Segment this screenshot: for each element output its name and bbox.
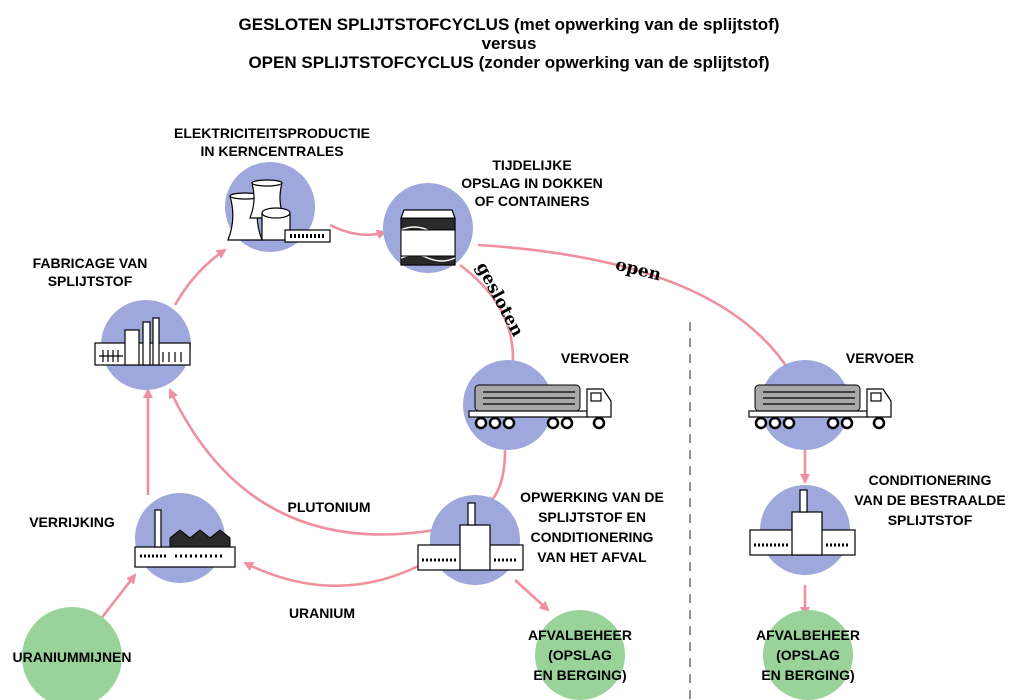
label-gesloten: gesloten: [472, 259, 528, 340]
label-opslag-3: OF CONTAINERS: [475, 193, 590, 209]
enrichment-plant-icon: [134, 509, 236, 568]
node-vervoer-gesloten: VERVOER: [463, 350, 629, 450]
label-vervoer-open: VERVOER: [846, 350, 914, 366]
label-afvalbeheer-gesloten-1: AFVALBEHEER: [528, 627, 632, 643]
diagram-title: GESLOTEN SPLIJTSTOFCYCLUS (met opwerking…: [239, 15, 780, 72]
node-uraniummijnen-circle: [22, 607, 122, 700]
node-afvalbeheer-gesloten-circle: [535, 610, 625, 700]
arrow-fabrication-to-plant: [173, 248, 227, 306]
node-verrijking: VERRIJKING: [29, 493, 236, 583]
label-vervoer-gesloten: VERVOER: [561, 350, 629, 366]
node-afvalbeheer-gesloten: AFVALBEHEER (OPSLAG EN BERGING): [528, 610, 632, 700]
title-line-3: OPEN SPLIJTSTOFCYCLUS (zonder opwerking …: [248, 53, 769, 72]
label-conditionering-1: CONDITIONERING: [869, 472, 992, 488]
node-opslag: TIJDELIJKE OPSLAG IN DOKKEN OF CONTAINER…: [383, 157, 603, 273]
label-uranium: URANIUM: [289, 605, 355, 621]
title-line-1: GESLOTEN SPLIJTSTOFCYCLUS (met opwerking…: [239, 15, 780, 34]
label-afvalbeheer-open-3: EN BERGING): [761, 667, 854, 683]
label-opwerking-1: OPWERKING VAN DE: [520, 489, 664, 505]
label-verrijking: VERRIJKING: [29, 514, 115, 530]
node-afvalbeheer-open: AFVALBEHEER (OPSLAG EN BERGING): [756, 610, 860, 700]
arrow-reprocessing-to-waste: [514, 579, 550, 612]
label-opwerking-3: CONDITIONERING: [531, 529, 654, 545]
label-afvalbeheer-gesloten-2: (OPSLAG: [548, 647, 612, 663]
label-afvalbeheer-open-2: (OPSLAG: [776, 647, 840, 663]
node-uraniummijnen: URANIUMMIJNEN: [13, 607, 132, 700]
label-conditionering-2: VAN DE BESTRAALDE: [854, 492, 1005, 508]
node-elektriciteit: ELEKTRICITEITSPRODUCTIE IN KERNCENTRALES: [174, 125, 370, 252]
label-afvalbeheer-open-1: AFVALBEHEER: [756, 627, 860, 643]
arrow-uranium: [243, 558, 431, 588]
flow-arrows: [98, 223, 810, 621]
arrow-open: [477, 243, 792, 374]
label-afvalbeheer-gesloten-3: EN BERGING): [533, 667, 626, 683]
label-opslag-2: OPSLAG IN DOKKEN: [461, 175, 603, 191]
nuclear-plant-icon: [227, 179, 331, 243]
node-conditionering: CONDITIONERING VAN DE BESTRAALDE SPLIJTS…: [749, 472, 1006, 575]
reprocessing-plant-icon: [749, 489, 856, 556]
label-elektriciteit-1: ELEKTRICITEITSPRODUCTIE: [174, 125, 370, 141]
label-fabricage-2: SPLIJTSTOF: [48, 273, 133, 289]
label-fabricage-1: FABRICAGE VAN: [33, 255, 148, 271]
label-opslag-1: TIJDELIJKE: [492, 157, 571, 173]
arrow-plant-to-storage: [329, 223, 387, 240]
label-opwerking-2: SPLIJTSTOF EN: [538, 509, 646, 525]
label-plutonium: PLUTONIUM: [288, 499, 371, 515]
arrow-gesloten: [459, 263, 518, 374]
title-line-2: versus: [482, 34, 537, 53]
node-fabricage: FABRICAGE VAN SPLIJTSTOF: [33, 255, 191, 390]
label-opwerking-4: VAN HET AFVAL: [537, 549, 647, 565]
node-vervoer-open: VERVOER: [747, 350, 914, 450]
arrow-plutonium: [168, 388, 436, 536]
arrow-transport-to-reprocessing: [485, 449, 507, 507]
node-afvalbeheer-open-circle: [763, 610, 853, 700]
reprocessing-plant-icon: [417, 502, 524, 571]
label-conditionering-3: SPLIJTSTOF: [888, 512, 973, 528]
label-open: open: [613, 255, 663, 286]
storage-container-icon: [400, 209, 456, 266]
label-uraniummijnen: URANIUMMIJNEN: [13, 649, 132, 665]
label-elektriciteit-2: IN KERNCENTRALES: [200, 143, 343, 159]
arrow-mines-to-enrichment: [98, 573, 137, 621]
node-opwerking: OPWERKING VAN DE SPLIJTSTOF EN CONDITION…: [417, 489, 664, 585]
